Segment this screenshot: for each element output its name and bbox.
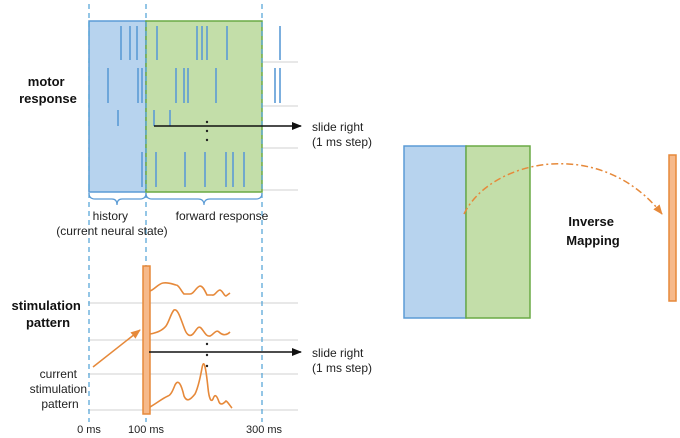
slide-label-bottom: slide right (1 ms step): [312, 346, 372, 375]
inverse-mapping-label: Inverse Mapping: [566, 214, 619, 248]
stim-title: stimulation pattern: [12, 298, 85, 330]
inverse-history-block: [403, 145, 467, 319]
motor-ellipsis: [205, 120, 209, 142]
stim-waveforms: [149, 281, 233, 409]
slide-label-top: slide right (1 ms step): [312, 120, 372, 149]
motor-title: motor response: [19, 74, 77, 106]
forward-window: [145, 20, 263, 193]
tick-300ms: 300 ms: [246, 424, 283, 436]
history-label: history (current neural state): [56, 209, 167, 238]
current-stim-pointer: [92, 329, 141, 368]
forward-label: forward response: [176, 209, 269, 223]
output-stim-bar: [668, 154, 677, 302]
spike-raster: [107, 26, 281, 187]
inverse-forward-block: [465, 145, 531, 319]
window-braces: [88, 192, 263, 206]
current-stim-label: current stimulation pattern: [30, 367, 91, 411]
tick-100ms: 100 ms: [128, 424, 165, 436]
inverse-mapping-arrow: [463, 162, 663, 215]
current-stim-bar: [142, 265, 151, 415]
tick-0ms: 0 ms: [77, 424, 101, 436]
time-markers: [88, 4, 263, 422]
stim-ellipsis: [205, 342, 209, 368]
stim-grid: [88, 302, 298, 411]
